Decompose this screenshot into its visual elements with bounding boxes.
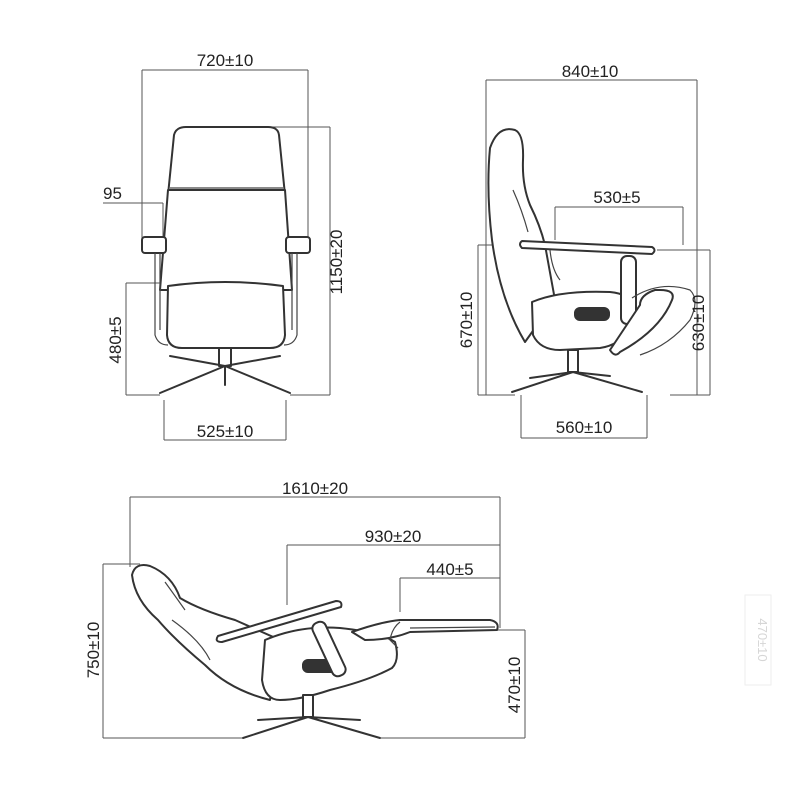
reclined-view: 1610±20 930±20 440±5 750±10 470±10 470±1… [84, 479, 772, 739]
ghost-label-box [744, 594, 772, 686]
reclined-legrest-reach-label: 930±20 [365, 527, 422, 546]
reclined-dimension-lines [102, 496, 526, 739]
front-star-base [159, 355, 291, 394]
side-dimension-lines [477, 79, 711, 439]
side-chair [487, 128, 696, 393]
front-armrest-offset-label: 95 [103, 184, 122, 203]
reclined-footrest-length-label: 440±5 [426, 560, 473, 579]
reclined-chair [131, 564, 499, 739]
reclined-footrest-tip-height-label: 470±10 [505, 657, 524, 714]
front-total-height-label: 1150±20 [327, 230, 346, 295]
side-footrest-height-label: 630±10 [689, 295, 708, 352]
front-base-width-label: 525±10 [197, 422, 254, 441]
side-armrest-height-label: 670±10 [457, 292, 476, 349]
side-star-base [511, 371, 643, 393]
front-view: 720±10 95 1150±20 480±5 525±10 [103, 51, 346, 441]
side-view: 840±10 530±5 670±10 630±10 560±10 [457, 62, 711, 439]
front-seat-height-label: 480±5 [106, 316, 125, 363]
front-width-label: 720±10 [197, 51, 254, 70]
side-depth-label: 840±10 [562, 62, 619, 81]
reclined-height-label: 750±10 [84, 622, 103, 679]
side-base-depth-label: 560±10 [556, 418, 613, 437]
front-chair [141, 126, 311, 394]
front-dimension-lines [103, 69, 331, 441]
reclined-star-base [242, 716, 381, 739]
side-armrest-length-label: 530±5 [593, 188, 640, 207]
reclined-length-label: 1610±20 [282, 479, 348, 498]
ghost-dimension-label: 470±10 [755, 618, 770, 661]
